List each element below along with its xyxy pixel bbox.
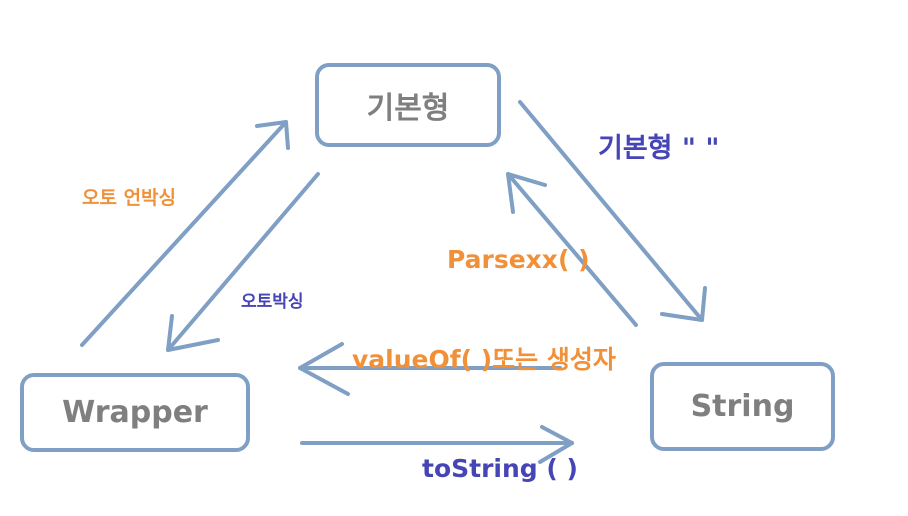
node-string: String bbox=[650, 362, 835, 451]
arrow-unboxing bbox=[80, 120, 290, 347]
node-wrapper: Wrapper bbox=[20, 373, 250, 452]
label-parse: Parsexx( ) bbox=[447, 245, 590, 274]
node-primitive: 기본형 bbox=[315, 63, 501, 147]
label-unboxing: 오토 언박싱 bbox=[82, 187, 177, 209]
label-primitive-to-string: 기본형 " " bbox=[598, 133, 720, 164]
node-string-label: String bbox=[690, 389, 795, 424]
node-primitive-label: 기본형 bbox=[366, 91, 450, 126]
label-boxing: 오토박싱 bbox=[241, 292, 304, 312]
arrow-boxing bbox=[166, 172, 320, 352]
label-value-of: valueOf( )또는 생성자 bbox=[352, 345, 616, 374]
arrow-parse bbox=[506, 172, 638, 327]
arrow-value-of bbox=[298, 342, 562, 396]
arrow-to-string bbox=[300, 425, 574, 464]
label-to-string: toString ( ) bbox=[422, 454, 578, 483]
node-wrapper-label: Wrapper bbox=[62, 395, 208, 430]
arrow-primitive-to-string bbox=[518, 100, 707, 322]
